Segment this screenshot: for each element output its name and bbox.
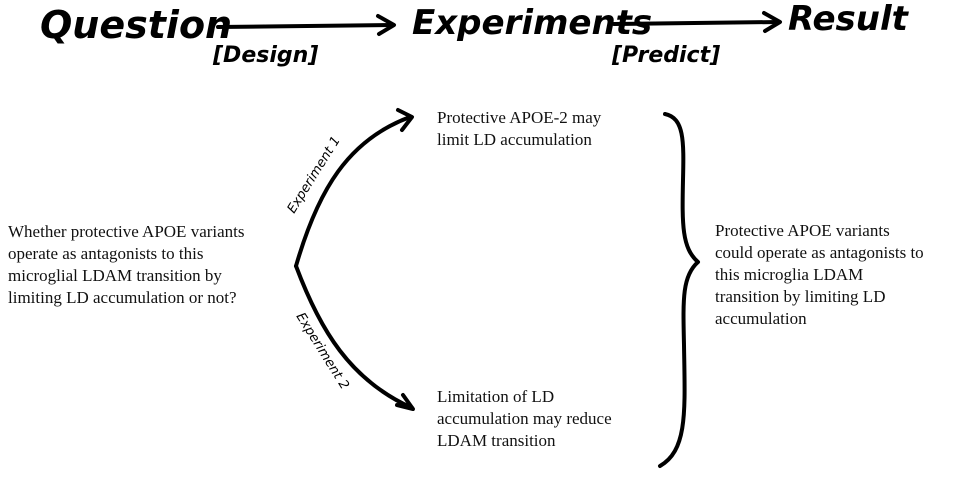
question-text: Whether protective APOE variants operate… xyxy=(8,221,245,309)
header-question: Question xyxy=(40,3,232,47)
arc-experiment-2 xyxy=(294,264,415,411)
result-line-4: transition by limiting LD xyxy=(715,287,886,306)
experiment-2-line-2: accumulation may reduce xyxy=(437,409,612,428)
experiment-1-text: Protective APOE-2 may limit LD accumulat… xyxy=(437,107,601,151)
experiment-2-line-3: LDAM transition xyxy=(437,431,556,450)
curly-brace xyxy=(658,112,700,468)
header-result: Result xyxy=(788,0,910,39)
experiment-2-line-1: Limitation of LD xyxy=(437,387,555,406)
result-line-3: this microglia LDAM xyxy=(715,265,864,284)
experiment-1-line-1: Protective APOE-2 may xyxy=(437,108,602,127)
arrow-question-to-experiments xyxy=(216,14,396,36)
arrow-experiments-to-result xyxy=(612,11,782,33)
question-line-1: Whether protective APOE variants xyxy=(8,222,245,241)
question-line-2: operate as antagonists to this xyxy=(8,244,204,263)
experiment-1-line-2: limit LD accumulation xyxy=(437,130,592,149)
result-line-1: Protective APOE variants xyxy=(715,221,890,240)
experiment-2-text: Limitation of LD accumulation may reduce… xyxy=(437,386,612,452)
result-line-5: accumulation xyxy=(715,309,807,328)
header-design: [Design] xyxy=(212,43,318,68)
arc-experiment-1 xyxy=(294,108,414,268)
question-line-3: microglial LDAM transition by xyxy=(8,266,222,285)
result-text: Protective APOE variants could operate a… xyxy=(715,220,924,330)
question-line-4: limiting LD accumulation or not? xyxy=(8,288,237,307)
header-experiments: Experiments xyxy=(412,3,652,43)
result-line-2: could operate as antagonists to xyxy=(715,243,924,262)
header-predict: [Predict] xyxy=(611,43,720,68)
